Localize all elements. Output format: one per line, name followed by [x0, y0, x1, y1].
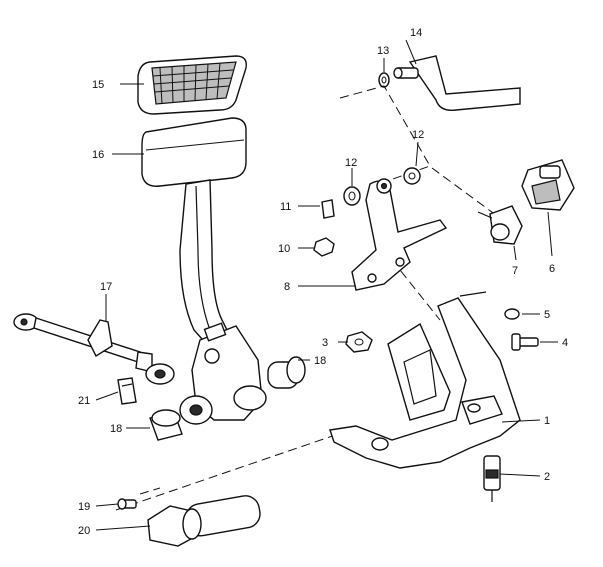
bracket-bar: [393, 55, 521, 111]
callout-5: 5: [544, 309, 550, 321]
retaining-clip: [117, 377, 137, 405]
push-rod: [13, 313, 175, 385]
lever-bracket: [351, 178, 448, 291]
nut-3: [345, 331, 373, 353]
pivot-tube: [147, 495, 261, 547]
callout-4: 4: [562, 337, 568, 349]
pedal-arm: [179, 179, 233, 349]
bushing-right: [267, 356, 310, 389]
clip-11: [321, 199, 335, 219]
washer-13: [378, 72, 390, 88]
callout-13: 13: [377, 45, 389, 57]
main-bracket: [329, 291, 521, 469]
callout-2: 2: [544, 471, 550, 483]
pedal-pad-rubber: [137, 55, 247, 115]
callout-10: 10: [278, 243, 290, 255]
callout-3: 3: [322, 337, 328, 349]
callout-6: 6: [549, 263, 555, 275]
bushing-12b: [403, 167, 421, 185]
callout-14: 14: [410, 27, 422, 39]
callout-15: 15: [92, 79, 104, 91]
callout-8: 8: [284, 281, 290, 293]
bolt-4: [511, 333, 539, 351]
callout-labels: 1 2 3 4 5 6 7 8 10 11 12 12 13 14 15 16 …: [78, 27, 568, 537]
callout-17: 17: [100, 281, 112, 293]
nut-10: [313, 237, 335, 257]
callout-16: 16: [92, 149, 104, 161]
bushing-12a: [343, 186, 361, 206]
callout-12-left: 12: [345, 157, 357, 169]
leader-lines: [95, 39, 558, 531]
pedal-hub: [179, 322, 267, 425]
pedal-plate: [141, 117, 247, 187]
callout-20: 20: [78, 525, 90, 537]
washer-5: [504, 308, 520, 320]
callout-19: 19: [78, 501, 90, 513]
switch-6: [521, 159, 575, 211]
callout-12-right: 12: [412, 129, 424, 141]
switch-2: [483, 455, 501, 502]
callout-21: 21: [78, 395, 90, 407]
callout-11: 11: [280, 201, 291, 213]
callout-1: 1: [544, 415, 550, 427]
callout-7: 7: [512, 265, 518, 277]
bushing-left: [149, 409, 183, 441]
screw-19: [117, 498, 137, 510]
callout-18-right: 18: [314, 355, 326, 367]
sensor-7: [477, 205, 523, 245]
callout-18-left: 18: [110, 423, 122, 435]
